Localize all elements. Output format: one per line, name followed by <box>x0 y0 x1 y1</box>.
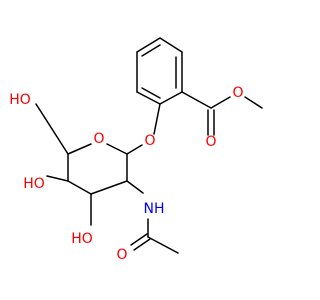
glycosidic-oxygen-label: O <box>144 133 155 149</box>
c4-hydroxyl-label: HO <box>23 176 45 192</box>
bond-ring-oxygen-c5 <box>67 143 92 155</box>
bond-ar6-glycosidic-oxygen <box>153 103 161 135</box>
ring-oxygen-label: O <box>93 131 104 147</box>
bond-ester-oxygen-methyl <box>244 96 263 109</box>
bond-ar1-ar2 <box>136 37 161 53</box>
amide-carbonyl-oxygen-label: O <box>116 247 127 263</box>
bond-c4-c3 <box>67 180 92 195</box>
benzene-ring <box>136 37 183 105</box>
hydroxymethyl-oh-label: HO <box>9 92 31 108</box>
c3-hydroxyl-label: HO <box>71 231 93 247</box>
hydroxymethyl-group: HO <box>9 92 69 155</box>
bond-c3-c2 <box>90 180 128 195</box>
bond-carbonyl-methyl <box>147 236 179 254</box>
bond-c2-nh <box>126 180 144 194</box>
methyl-ester-group: O O <box>181 85 263 150</box>
bond-c5-c6 <box>44 117 69 155</box>
pyranose-ring: O <box>67 131 128 195</box>
ester-methoxy-oxygen-label: O <box>232 85 243 101</box>
bond-amide-carbonyl-2 <box>133 238 151 251</box>
glycosidic-linkage: O <box>126 103 161 155</box>
bond-amide-carbonyl-1 <box>130 233 148 246</box>
molecule-structure-diagram: O O O O HO HO HO NH O <box>9 37 263 263</box>
bond-c6-oh <box>35 103 46 119</box>
c4-hydroxyl-group: HO <box>23 175 69 192</box>
amide-nh-label: NH <box>144 201 165 217</box>
bond-ar3-ester-carbon <box>181 91 212 109</box>
ester-carbonyl-oxygen-label: O <box>205 134 216 150</box>
bond-ar2-ar3 <box>159 37 183 53</box>
acetamido-group: NH O <box>116 180 179 263</box>
bond-c4-oh <box>46 175 69 182</box>
bond-ar5-ar6-inner <box>141 87 161 99</box>
bond-c1-ring-oxygen <box>106 143 128 155</box>
c3-hydroxyl-group: HO <box>71 193 93 247</box>
bond-ester-carbon-oxygen <box>210 96 231 109</box>
bond-ar4-ar5 <box>159 91 183 105</box>
bond-ar5-ar6 <box>136 91 161 105</box>
bond-glycosidic-oxygen-c1 <box>126 144 143 155</box>
bond-ar1-ar2-inner <box>141 44 161 57</box>
